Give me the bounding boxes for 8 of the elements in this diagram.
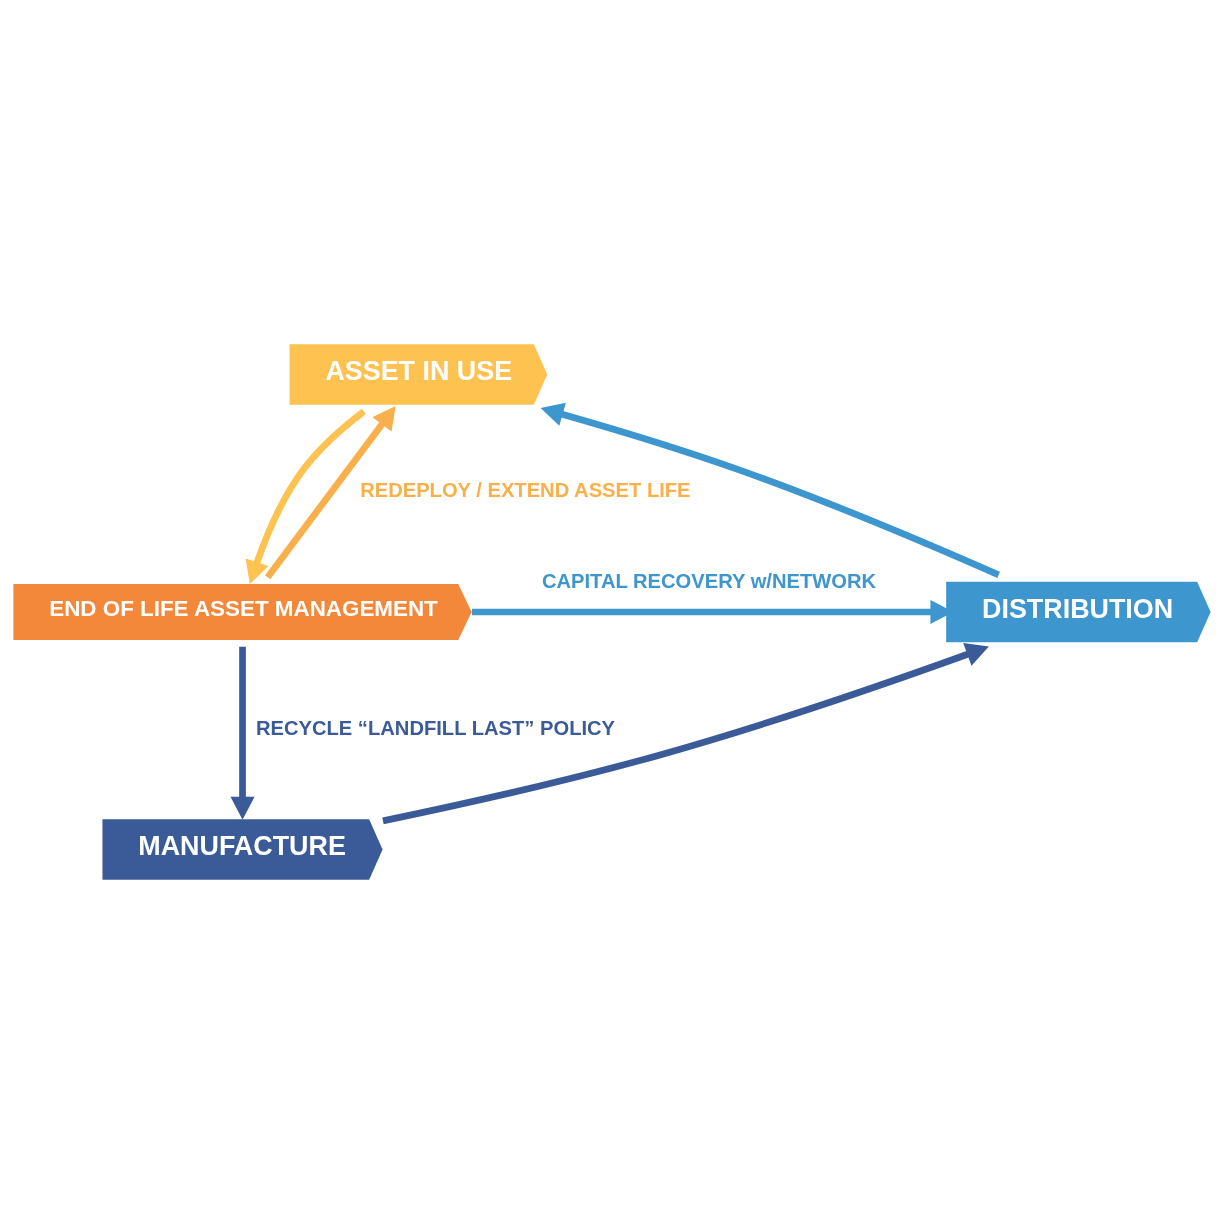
edge-label: RECYCLE “LANDFILL LAST” POLICY (255, 716, 616, 739)
edge-label: REDEPLOY / EXTEND ASSET LIFE (360, 479, 691, 502)
arrow (264, 406, 396, 580)
edge-label: CAPITAL RECOVERY w/NETWORK (541, 569, 877, 592)
arrow (540, 402, 1000, 578)
arrow (245, 408, 366, 584)
arrow (230, 646, 255, 820)
arrow (382, 643, 989, 825)
